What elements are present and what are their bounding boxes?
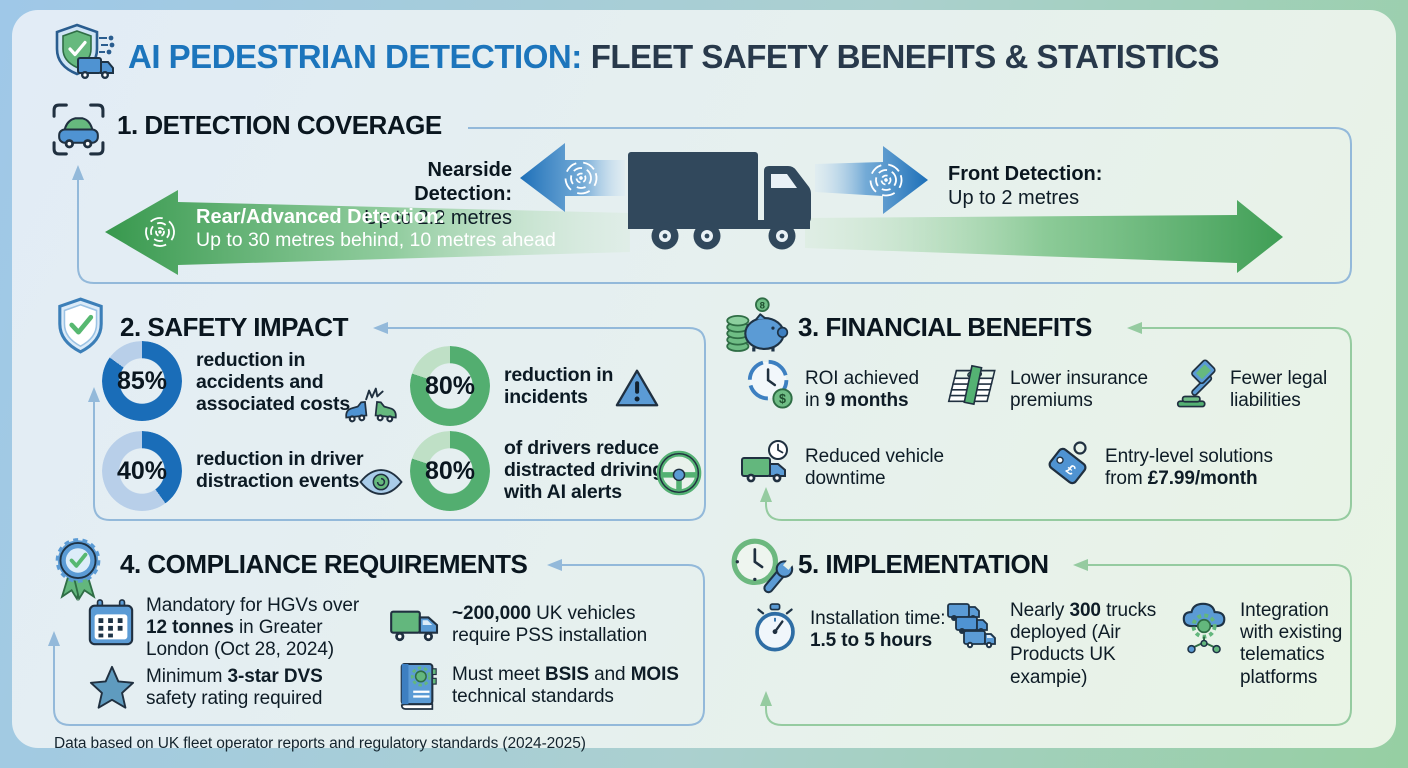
front-detection-label: Front Detection: Up to 2 metres [948, 163, 1103, 209]
radar-icon [564, 161, 598, 195]
financial-item: Entry-level solutions from £7.99/month [1105, 446, 1273, 490]
financial-item: Reduced vehicle downtime [805, 446, 944, 490]
detection-diagram [105, 143, 1283, 275]
stat-text: reduction in incidents [504, 364, 614, 409]
donut-value: 40% [116, 456, 168, 485]
cash-stack-icon [942, 362, 1000, 408]
compliance-item: Must meet BSIS and MOIS technical standa… [452, 664, 679, 708]
rear-detection-label: Rear/Advanced Detection: Up to 30 metres… [196, 206, 556, 251]
radar-icon [869, 163, 903, 197]
rosette-badge-icon [48, 536, 108, 602]
section-title-safety: 2. SAFETY IMPACT [120, 312, 348, 342]
warning-icon [614, 366, 660, 410]
donut-value: 80% [424, 456, 476, 485]
financial-item: ROI achieved in 9 months [805, 368, 919, 412]
truck-clock-icon [738, 438, 796, 490]
telematics-cloud-icon [1176, 600, 1234, 654]
book-icon [396, 660, 440, 712]
svg-text:8: 8 [760, 300, 766, 311]
nearside-detection-arrow [520, 143, 625, 212]
page-title-primary: AI PEDESTRIAN DETECTION: [128, 38, 582, 75]
car-detection-frame-icon [50, 101, 107, 158]
implementation-item: Installation time: 1.5 to 5 hours [810, 608, 946, 652]
financial-item: Lower insurance premiums [1010, 368, 1148, 412]
rear-detection-arrow [105, 190, 630, 275]
radar-icon [145, 217, 175, 247]
stat-text: reduction in driver distraction events [196, 448, 364, 493]
donut-chart-85 [102, 341, 182, 421]
star-icon [88, 664, 136, 710]
shield-check-icon [53, 296, 108, 356]
compliance-item: Minimum 3-star DVS safety rating require… [146, 666, 323, 710]
svg-text:$: $ [779, 392, 786, 406]
shield-truck-icon [50, 22, 120, 88]
page-title: AI PEDESTRIAN DETECTION:FLEET SAFETY BEN… [128, 38, 1220, 76]
advanced-detection-arrow [805, 200, 1283, 273]
front-detection-arrow [815, 146, 928, 214]
roi-clock-icon: $ [744, 358, 796, 410]
eye-icon [358, 466, 404, 498]
implementation-item: Integration with existing telematics pla… [1240, 600, 1343, 688]
section-title-detection: 1. DETECTION COVERAGE [117, 110, 442, 140]
car-crash-icon [343, 384, 399, 430]
donut-chart-40 [102, 431, 182, 511]
gavel-icon [1172, 356, 1222, 410]
donut-value: 85% [116, 366, 168, 395]
stat-text: reduction in accidents and associated co… [196, 349, 350, 416]
donut-value: 80% [424, 371, 476, 400]
truck-fleet-icon [946, 600, 1004, 658]
section-title-financial: 3. FINANCIAL BENEFITS [798, 312, 1092, 342]
compliance-item: ~200,000 UK vehicles require PSS install… [452, 603, 648, 647]
truck-icon [388, 605, 444, 647]
calendar-icon [86, 597, 136, 649]
implementation-item: Nearly 300 trucks deployed (Air Products… [1010, 600, 1157, 688]
section-title-compliance: 4. COMPLIANCE REQUIREMENTS [120, 549, 528, 579]
steering-wheel-icon [656, 450, 702, 496]
footer-note: Data based on UK fleet operator reports … [54, 735, 586, 752]
clock-wrench-icon [728, 536, 794, 600]
truck-silhouette [628, 152, 811, 250]
stopwatch-icon [752, 600, 798, 656]
piggy-bank-icon: 8 [724, 296, 790, 356]
section-title-implementation: 5. IMPLEMENTATION [798, 549, 1049, 579]
price-tag-icon: £ [1044, 438, 1096, 492]
financial-item: Fewer legal liabilities [1230, 368, 1328, 412]
donut-chart-80b [410, 431, 490, 511]
compliance-item: Mandatory for HGVs over 12 tonnes in Gre… [146, 595, 360, 661]
page-title-secondary: FLEET SAFETY BENEFITS & STATISTICS [590, 38, 1220, 75]
stat-text: of drivers reduce distracted driving wit… [504, 437, 665, 504]
nearside-detection-label: Nearside Detection: Up to 2.2 metres [364, 159, 512, 229]
donut-chart-80 [410, 346, 490, 426]
